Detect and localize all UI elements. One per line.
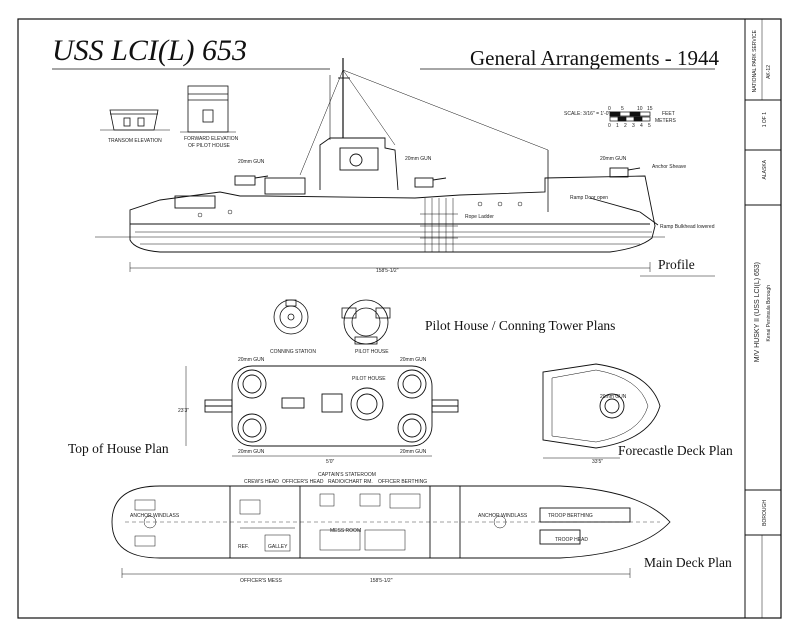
captains-stateroom-label: CAPTAIN'S STATEROOM [318,472,376,478]
scale-meter-tick: 3 [632,123,635,129]
scale-meter-tick: 4 [640,123,643,129]
ramp-bulkhead-label: Ramp Bulkhead lowered [660,224,715,230]
transom-label: TRANSOM ELEVATION [108,138,162,144]
view-label-top-of-house: Top of House Plan [68,441,169,456]
profile-length-label: 158'5-1/2" [376,268,399,274]
transom-elevation [100,109,170,131]
troop-berthing-label: TROOP BERTHING [548,513,593,519]
profile-gun-label-2: 20mm GUN [405,156,432,162]
officers-head-label: OFFICER'S HEAD [282,479,324,485]
top-of-house-drawing [185,365,459,457]
scale-meter-ticks: 0 1 2 3 4 5 [608,123,651,129]
profile-length-dimension [129,262,715,277]
forecastle-gun-label: 20mm GUN [600,394,627,400]
annotations: TRANSOM ELEVATION FORWARD ELEVATION OF P… [108,106,715,584]
officer-berthing-label: OFFICER BERTHING [378,479,427,485]
scale-bar [609,111,651,122]
scale-meter-tick: 5 [648,123,651,129]
view-label-main-deck: Main Deck Plan [644,555,732,570]
radio-chart-label: RADIO/CHART RM. [328,479,373,485]
scale-feet-tick: 5 [621,106,624,112]
anchor-windlass-label-2: ANCHOR WINDLASS [478,513,528,519]
title-block-agency: NATIONAL PARK SERVICE [752,30,758,93]
conning-station-label: CONNING STATION [270,349,316,355]
drawing-subtitle: General Arrangements - 1944 [470,46,719,70]
scale-feet-unit: FEET [662,111,675,117]
scale-meter-tick: 1 [616,123,619,129]
ref-label: REF. [238,544,249,550]
forecastle-drawing [542,363,661,459]
drawing-title: USS LCI(L) 653 [52,34,248,67]
profile-gun-label-1: 20mm GUN [238,159,265,165]
scale-feet-ticks: 0 5 10 15 [608,106,653,112]
main-deck-drawing [111,485,671,578]
house-width-label: 5'0" [326,459,335,465]
crews-head-label: CREW'S HEAD [244,479,279,485]
profile-drawing [95,58,665,253]
view-label-pilot-house: Pilot House / Conning Tower Plans [425,318,616,333]
mess-room-label: MESS ROOM [330,528,361,534]
top-gun-label-3: 20mm GUN [238,449,265,455]
title-block-main: M/V HUSKY II (USS LCI(L) 653) [754,262,761,363]
title-block-state: ALASKA [762,160,768,180]
scale-feet-tick: 10 [637,106,643,112]
galley-label: GALLEY [268,544,288,550]
scale-meter-tick: 2 [624,123,627,129]
officers-mess-label: OFFICER'S MESS [240,578,282,584]
forecastle-width-label: 33'5" [592,459,603,465]
top-pilot-house-label: PILOT HOUSE [352,376,386,382]
anchor-sheave-label: Anchor Sheave [652,164,686,170]
scale-label: SCALE: 3/16" = 1'-0" [564,111,611,117]
top-gun-label-1: 20mm GUN [238,357,265,363]
troop-head-label: TROOP HEAD [555,537,588,543]
profile-gun-label-3: 20mm GUN [600,156,627,162]
title-block-number: AK-12 [766,65,772,79]
title-block-sheet: 1 OF 1 [762,112,768,128]
title-block-sub: Kenai Peninsula Borough [766,285,772,342]
sheet-border [17,18,782,619]
scale-feet-tick: 15 [647,106,653,112]
ramp-door-label: Ramp Door open [570,195,608,201]
top-gun-label-4: 20mm GUN [400,449,427,455]
forward-elevation-label-1: FORWARD ELEVATION [184,136,239,142]
scale-meters-unit: METERS [655,118,677,124]
forward-elevation-label-2: OF PILOT HOUSE [188,143,231,149]
scale-meter-tick: 0 [608,123,611,129]
conning-station-plan [273,299,309,335]
pilot-house-plan [341,299,391,345]
title-block-borough: BOROUGH [762,500,768,526]
top-gun-label-2: 20mm GUN [400,357,427,363]
main-deck-length-label: 158'5-1/2" [370,578,393,584]
rope-ladder-label: Rope Ladder [465,214,494,220]
view-label-profile: Profile [658,257,695,272]
pilot-house-small-label: PILOT HOUSE [355,349,389,355]
view-label-forecastle: Forecastle Deck Plan [618,443,733,458]
pilot-house-elevation [180,85,236,133]
scale-feet-tick: 0 [608,106,611,112]
anchor-windlass-label-1: ANCHOR WINDLASS [130,513,180,519]
beam-dim-label: 23'3" [178,408,189,414]
